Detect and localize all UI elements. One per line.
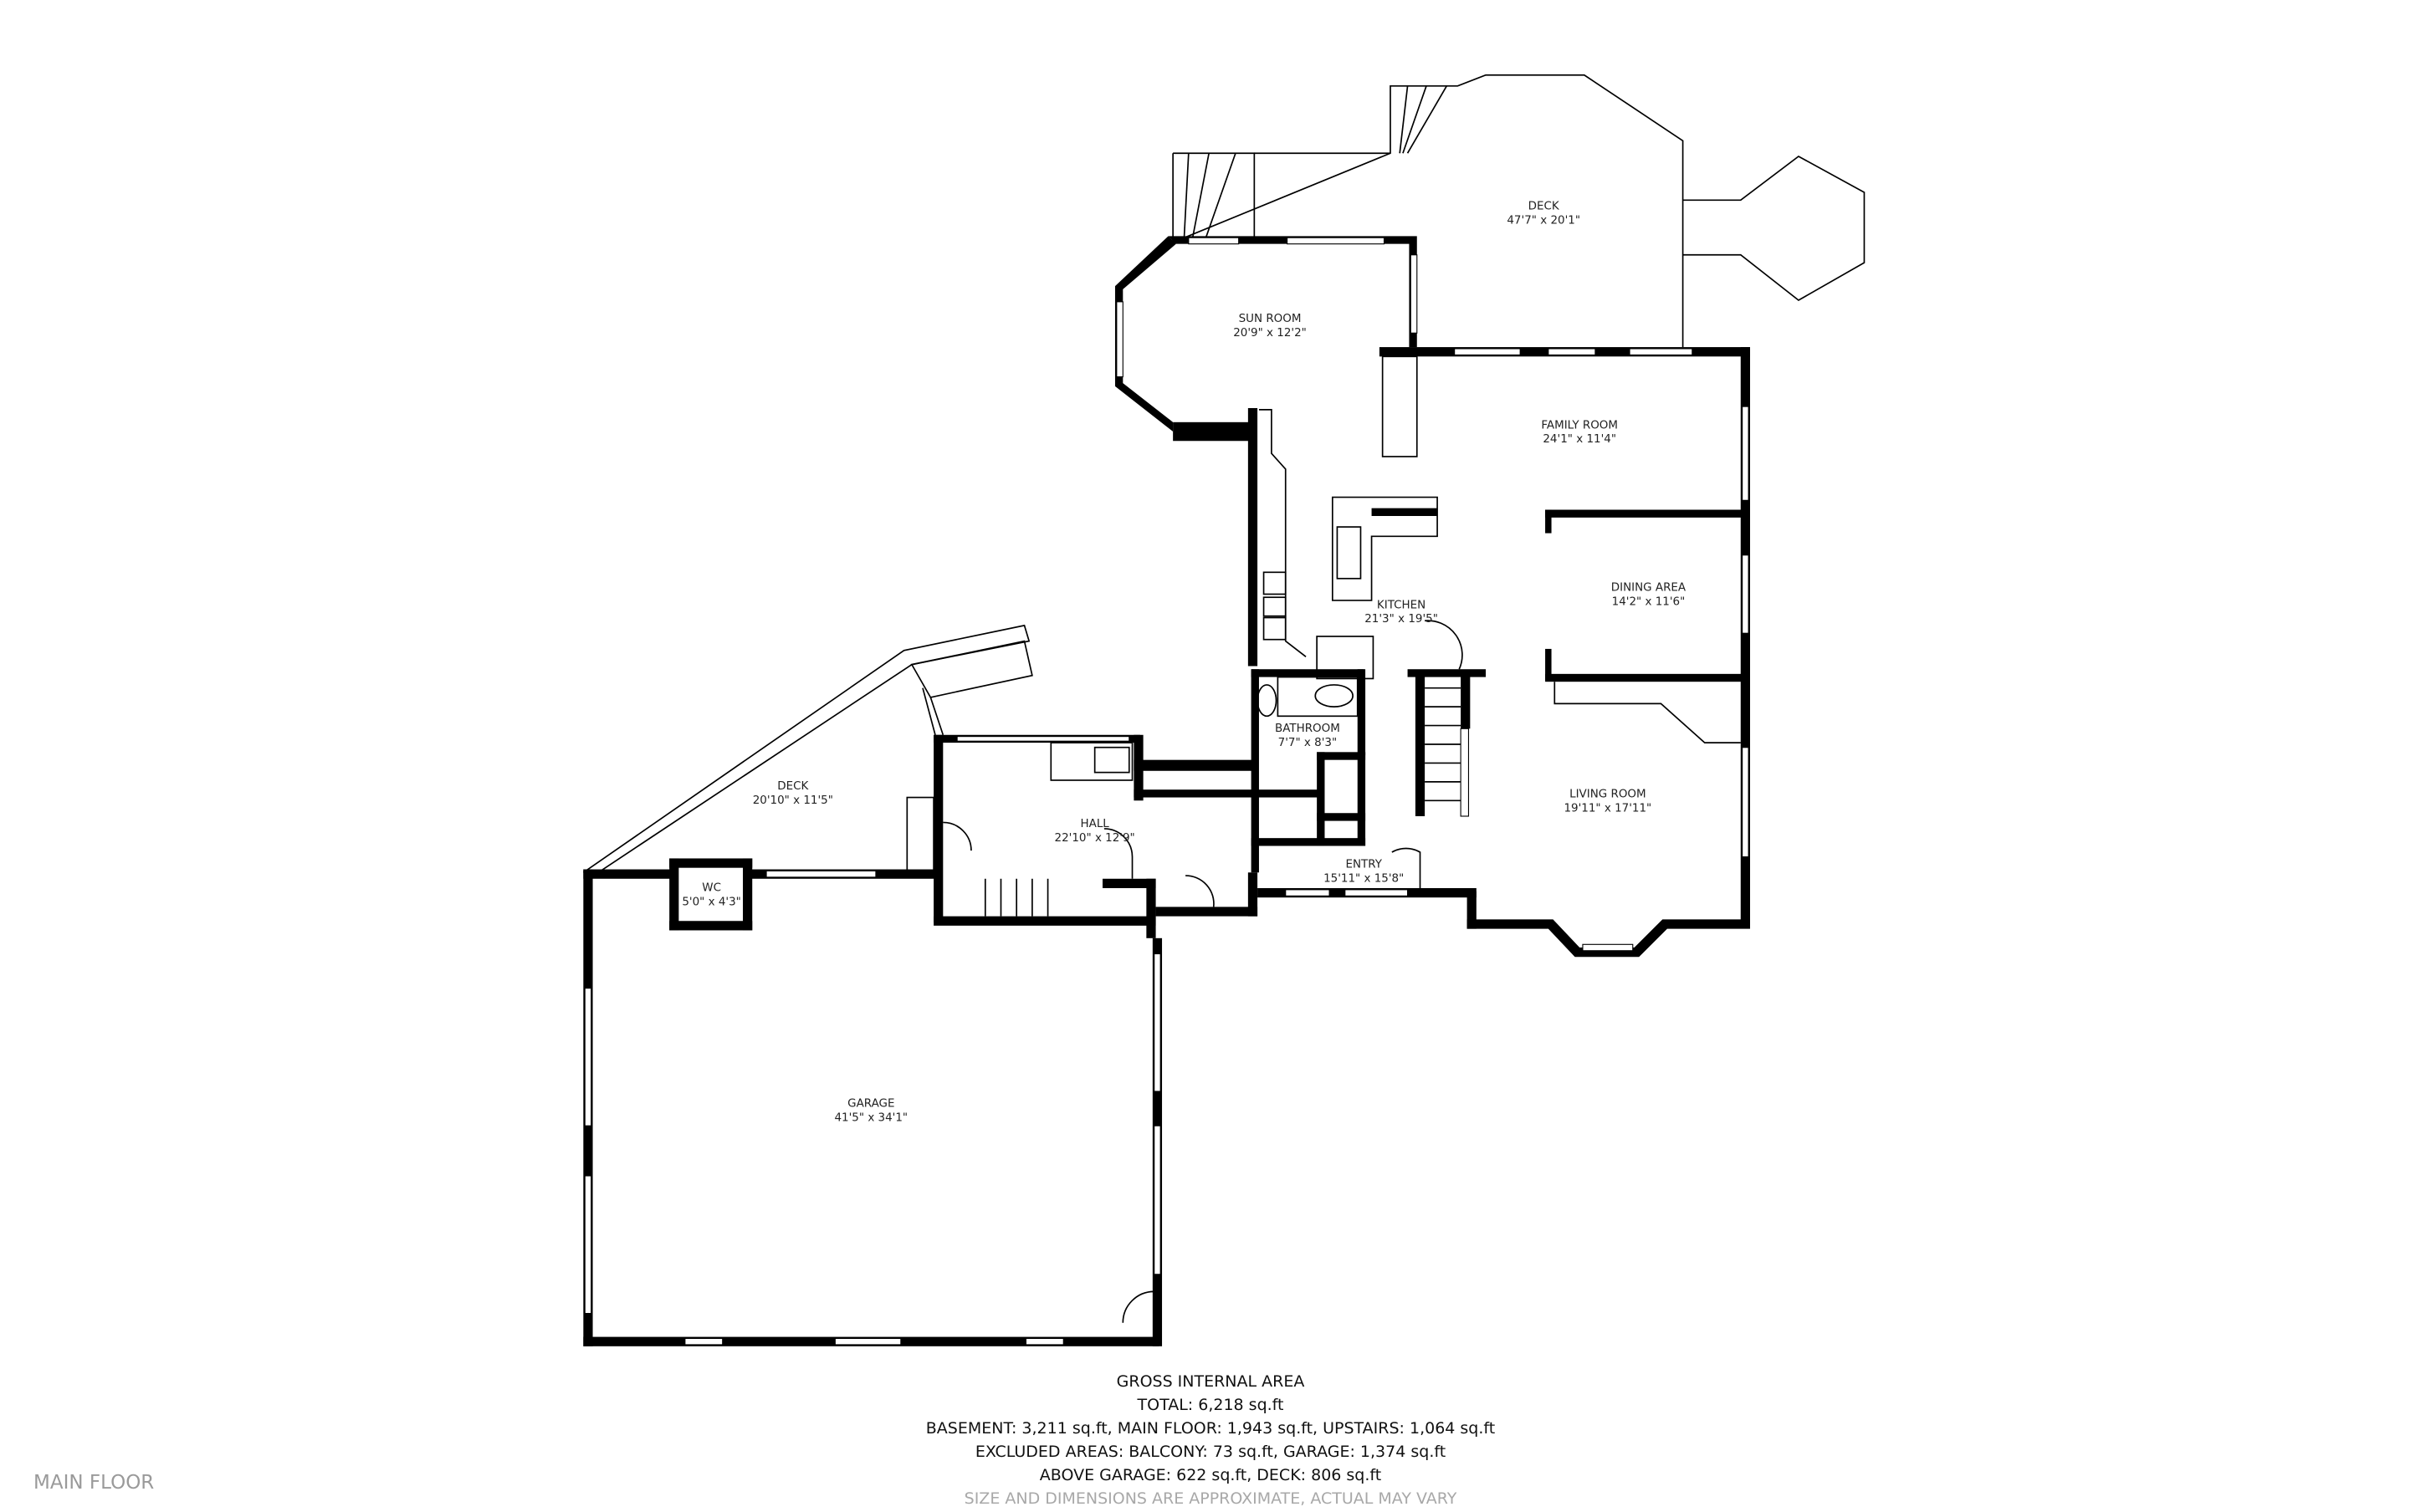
summary-title: GROSS INTERNAL AREA [1116,1372,1305,1391]
summary-disclaimer: SIZE AND DIMENSIONS ARE APPROXIMATE, ACT… [964,1489,1457,1508]
room-dims-bathroom: 7'7" x 8'3" [1278,737,1338,749]
room-name-garage: GARAGE [847,1098,894,1111]
room-dims-deck-upper: 47'7" x 20'1" [1507,214,1580,227]
upper-deck-outline [1172,74,1866,348]
hall-walls [934,734,1477,938]
main-block-walls [1379,347,1750,958]
room-dims-wc: 5'0" x 4'3" [682,896,741,909]
room-dims-dining-area: 14'2" x 11'6" [1612,596,1686,609]
summary-above: ABOVE GARAGE: 622 sq.ft, DECK: 806 sq.ft [1039,1466,1382,1484]
room-dims-hall: 22'10" x 12'9" [1055,832,1135,845]
wc-walls [669,858,753,931]
room-dims-living-room: 19'11" x 17'11" [1564,802,1651,815]
summary-floors: BASEMENT: 3,211 sq.ft, MAIN FLOOR: 1,943… [925,1419,1496,1438]
bathroom-walls [1251,669,1366,873]
room-name-dining-area: DINING AREA [1611,582,1687,595]
summary-total: TOTAL: 6,218 sq.ft [1137,1396,1284,1414]
room-dims-sun-room: 20'9" x 12'2" [1233,327,1307,340]
room-name-hall: HALL [1081,818,1110,830]
room-name-wc: WC [702,882,721,895]
room-dims-family-room: 24'1" x 11'4" [1543,433,1616,446]
room-name-deck-upper: DECK [1528,201,1560,213]
left-deck-outline [582,624,1033,878]
room-name-entry: ENTRY [1345,859,1382,871]
room-name-living-room: LIVING ROOM [1569,789,1646,801]
room-dims-garage: 41'5" x 34'1" [834,1112,908,1125]
main-stairs [1415,620,1471,817]
garage-walls [583,869,1163,1346]
sun-room-walls [1114,236,1418,667]
room-labels: DECK 47'7" x 20'1" SUN ROOM 20'9" x 12'2… [682,201,1687,1125]
room-dims-kitchen: 21'3" x 19'5" [1364,613,1438,626]
room-name-bathroom: BATHROOM [1275,723,1340,735]
room-name-kitchen: KITCHEN [1377,599,1425,611]
room-dims-entry: 15'11" x 15'8" [1323,873,1404,886]
summary-excluded: EXCLUDED AREAS: BALCONY: 73 sq.ft, GARAG… [975,1443,1446,1461]
room-dims-deck-left: 20'10" x 11'5" [753,794,833,807]
room-name-sun-room: SUN ROOM [1239,313,1302,325]
floor-name-label: MAIN FLOOR [33,1472,155,1494]
kitchen-fixtures [1251,409,1487,680]
room-name-family-room: FAMILY ROOM [1541,419,1618,432]
area-summary: GROSS INTERNAL AREA TOTAL: 6,218 sq.ft B… [0,1370,2421,1510]
room-name-deck-left: DECK [777,780,809,793]
